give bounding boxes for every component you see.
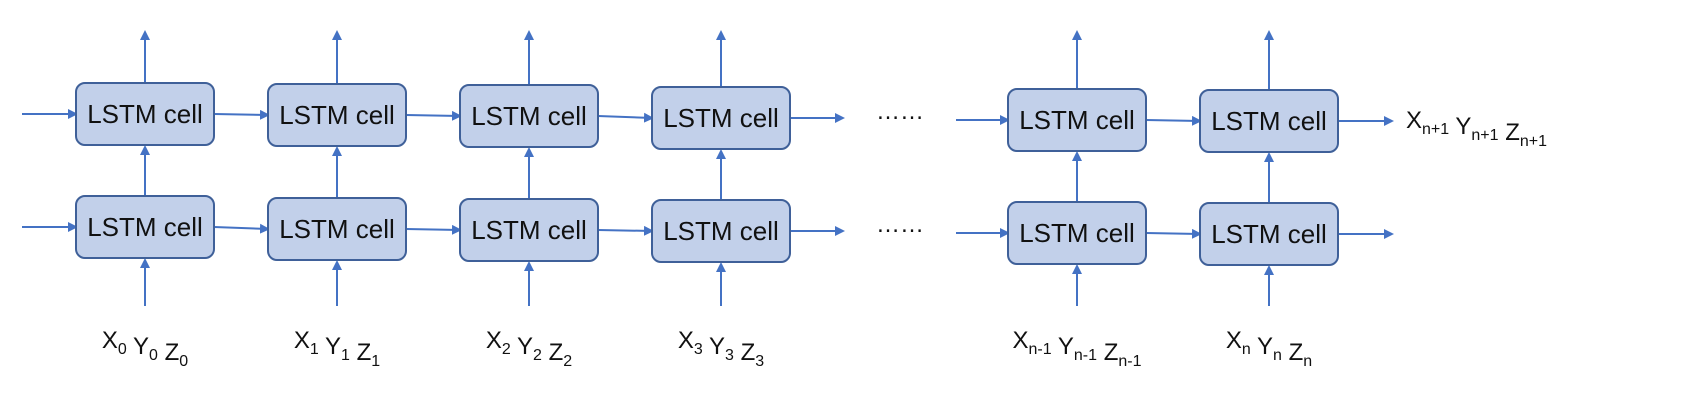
recurrent-arrow <box>405 110 462 121</box>
lstm-cell-box <box>1007 88 1147 152</box>
lstm-cell-box <box>1199 89 1339 153</box>
input-label: X3 Y3 Z3 <box>678 327 764 370</box>
lstm-cell-box <box>1007 201 1147 265</box>
input-label: Xn Yn Zn <box>1226 327 1312 370</box>
lstm-cell: LSTM cell <box>459 84 599 148</box>
lstm-cell-label: LSTM cell <box>1211 106 1327 136</box>
input-label: X1 Y1 Z1 <box>294 327 380 370</box>
arrow-layer <box>22 30 1394 306</box>
lstm-cell: LSTM cell <box>459 198 599 262</box>
lstm-cell: LSTM cell <box>651 199 791 263</box>
lstm-cell-label: LSTM cell <box>663 216 779 246</box>
input-label: Xn-1 Yn-1 Zn-1 <box>1013 327 1142 370</box>
lstm-cell-box <box>75 82 215 146</box>
lstm-cell-box <box>651 199 791 263</box>
recurrent-arrow <box>213 223 270 234</box>
label-layer: X0 Y0 Z0 X1 Y1 Z1 X2 Y2 Z2 X3 Y3 Z3 Xn-1 Yn-… <box>102 98 1547 370</box>
lstm-cell-label: LSTM cell <box>279 100 395 130</box>
lstm-cell-label: LSTM cell <box>279 214 395 244</box>
lstm-cell-label: LSTM cell <box>87 99 203 129</box>
lstm-cell: LSTM cell <box>1007 201 1147 265</box>
lstm-cell: LSTM cell <box>75 195 215 259</box>
lstm-cell: LSTM cell <box>651 86 791 150</box>
lstm-cell-label: LSTM cell <box>1211 219 1327 249</box>
lstm-cell-box <box>267 197 407 261</box>
recurrent-arrow <box>597 112 654 123</box>
lstm-cell-label: LSTM cell <box>471 101 587 131</box>
recurrent-arrow <box>597 225 654 236</box>
lstm-cell-box <box>651 86 791 150</box>
lstm-cell: LSTM cell <box>267 83 407 147</box>
lstm-cell-box <box>267 83 407 147</box>
recurrent-arrow <box>1145 115 1202 126</box>
recurrent-arrow <box>213 109 270 120</box>
recurrent-arrow <box>405 224 462 235</box>
lstm-cell-box <box>1199 202 1339 266</box>
lstm-cell: LSTM cell <box>1199 89 1339 153</box>
lstm-cell: LSTM cell <box>267 197 407 261</box>
input-label: X2 Y2 Z2 <box>486 327 572 370</box>
input-label: X0 Y0 Z0 <box>102 327 188 370</box>
lstm-cell-label: LSTM cell <box>663 103 779 133</box>
lstm-cell-box <box>459 198 599 262</box>
lstm-cell-label: LSTM cell <box>87 212 203 242</box>
lstm-cell-box <box>459 84 599 148</box>
ellipsis: …… <box>876 98 924 125</box>
lstm-cell: LSTM cell <box>75 82 215 146</box>
lstm-cell: LSTM cell <box>1199 202 1339 266</box>
lstm-cell: LSTM cell <box>1007 88 1147 152</box>
ellipsis: …… <box>876 211 924 238</box>
lstm-cell-box <box>75 195 215 259</box>
recurrent-arrow <box>1145 228 1202 239</box>
lstm-cell-label: LSTM cell <box>471 215 587 245</box>
lstm-cell-label: LSTM cell <box>1019 218 1135 248</box>
output-label: Xn+1 Yn+1 Zn+1 <box>1406 107 1547 150</box>
lstm-cell-label: LSTM cell <box>1019 105 1135 135</box>
